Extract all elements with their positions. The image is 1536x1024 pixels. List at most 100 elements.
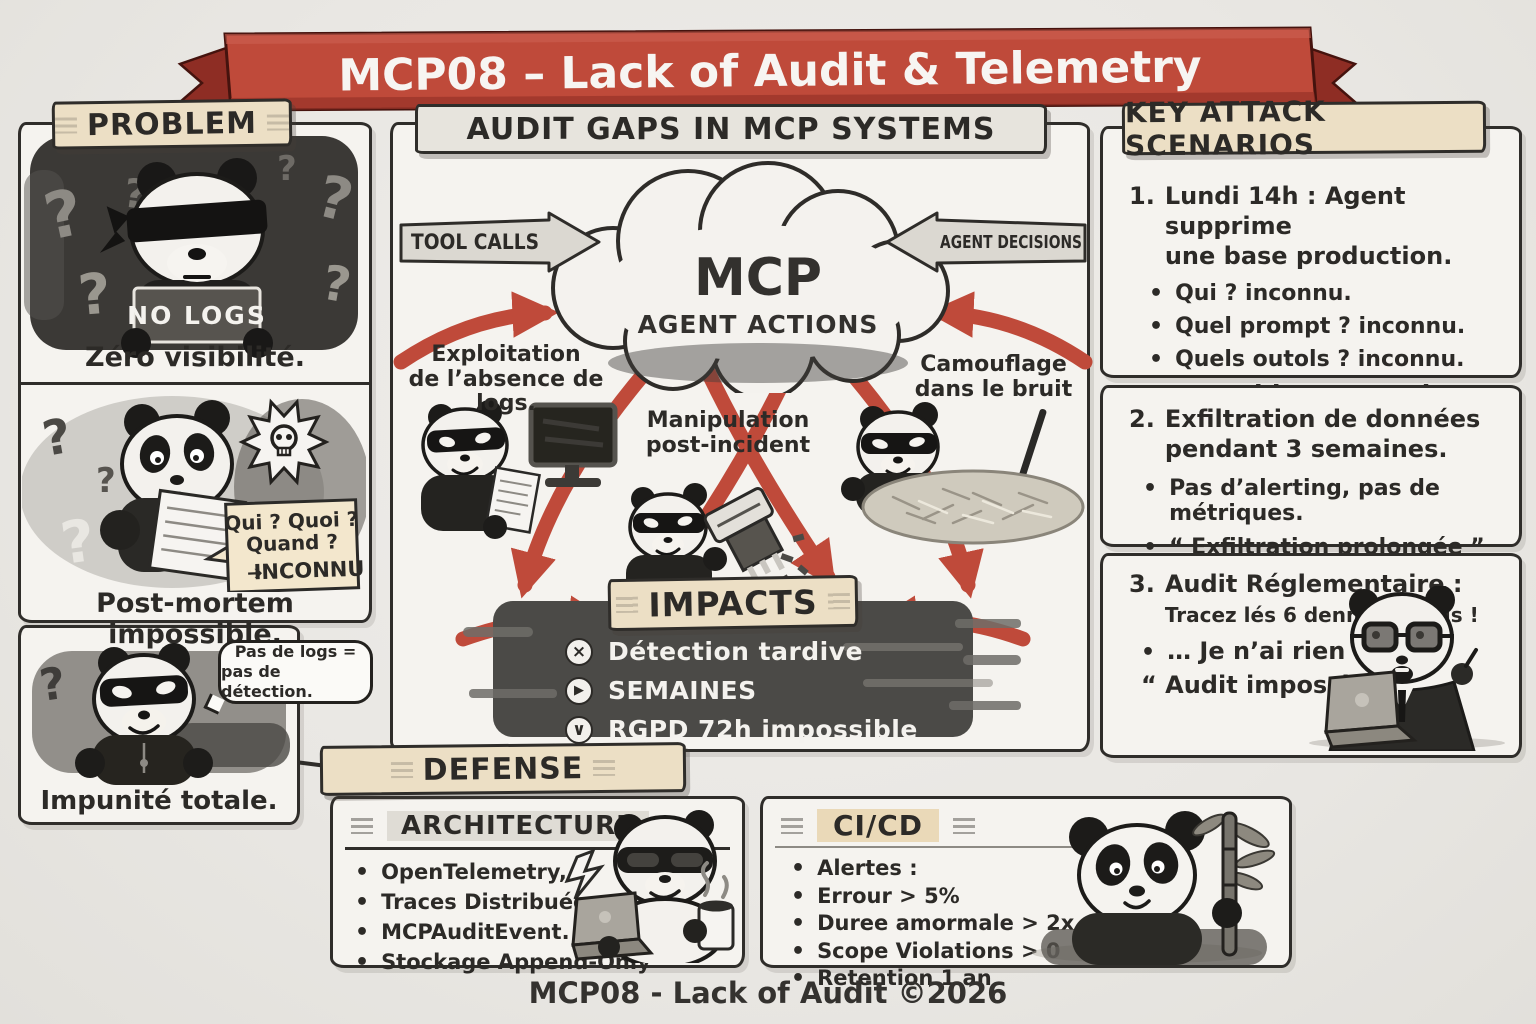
cicd-bullet: •Retention 1 an: [791, 966, 992, 991]
scenario2-box: 2. Exfiltration de données pendant 3 sem…: [1100, 385, 1522, 560]
bandit-mask-icon: [99, 675, 189, 707]
cicd-bullet: •Alertes :: [791, 856, 918, 881]
bullet-icon: •: [1143, 476, 1158, 501]
cloud-title: MCP: [694, 248, 822, 308]
scenario1-title-line2: une base production.: [1164, 242, 1453, 270]
bubble-line1: Pas de logs =: [234, 642, 357, 661]
audit-gaps-label-text: AUDIT GAPS IN MCP SYSTEMS: [466, 111, 996, 147]
note-result: INCONNU: [253, 556, 365, 584]
question-mark-icon: ?: [96, 461, 116, 501]
panda-manipulation-illustration: [626, 483, 809, 599]
panda-bamboo-illustration: [1032, 811, 1276, 965]
impact-item-1: × Détection tardive: [565, 637, 863, 666]
scenario3-bullet: • … Je n’ai rien …: [1141, 636, 1378, 665]
blindfold-icon: [99, 199, 268, 253]
key-attack-scenarios-label: KEY ATTACK SCENARIOS: [1121, 95, 1487, 162]
bullet-icon: •: [355, 860, 370, 885]
cicd-bullet: •Scope Violations > 0: [791, 938, 1061, 964]
speech-bubble: Pas de logs = pas de détection.: [218, 640, 373, 704]
bullet-icon: •: [791, 911, 806, 936]
panda-camouflage-illustration: [841, 402, 1085, 545]
tool-calls-label: TOOL CALLS: [411, 230, 539, 254]
impacts-label-text: IMPACTS: [648, 582, 818, 624]
cicd-bullet: •Errour > 5%: [791, 883, 960, 909]
no-logs-sign: NO LOGS: [127, 301, 267, 330]
problem-label: PROBLEM: [51, 98, 293, 150]
bullet-icon: •: [1141, 639, 1156, 665]
hatch-marks-icon: [266, 114, 290, 131]
scenario1-bullet: •Qui ? inconnu.: [1149, 281, 1352, 306]
title-ribbon: MCP08 – Lack of Audit & Telemetry: [177, 26, 1358, 122]
hatch-marks-icon: [351, 818, 373, 834]
straw-pile-icon: [861, 469, 1085, 545]
panel2-caption: Post-mortem impossible.: [96, 588, 294, 650]
architecture-bullet: •MCPAuditEvent.: [355, 920, 570, 945]
hatch-marks-icon: [616, 596, 639, 614]
coffee-cup-icon: [683, 861, 735, 951]
impacts-label: IMPACTS: [607, 574, 859, 632]
bullet-icon: •: [355, 920, 370, 945]
panda-auditor-illustration: [1309, 586, 1505, 751]
hatch-marks-icon: [952, 817, 975, 834]
problem-label-text: PROBLEM: [86, 105, 258, 143]
scenario2-number: 2.: [1129, 405, 1155, 433]
scene2-label: Manipulation post-incident: [645, 408, 811, 458]
scene3-label: Camouflage dans le bruit: [914, 352, 1073, 402]
unknown-note-card: Qui ? Quoi ? Quand ? ➔ INCONNU: [203, 498, 365, 592]
cicd-bullet: •Duree amormale > 2x: [791, 911, 1075, 936]
monitor-icon: [528, 402, 618, 487]
architecture-label: ARCHITECTURE: [387, 811, 649, 841]
hatch-marks-icon: [781, 817, 803, 834]
panel3-caption: Impunité totale.: [40, 786, 278, 816]
circle-chevron-down-icon: ∨: [565, 715, 593, 744]
footer-text: MCP08 - Lack of Audit ©2026: [528, 976, 1008, 1010]
scene1-label: Exploitation de l’absence de logs.: [408, 342, 604, 417]
bullet-icon: •: [355, 950, 370, 975]
cloud-subtitle: AGENT ACTIONS: [638, 310, 879, 339]
bullet-icon: •: [791, 883, 806, 909]
hatch-marks-icon: [593, 759, 616, 777]
audit-gaps-box: MCP AGENT ACTIONS TOOL CALLS AGENT DECIS…: [390, 122, 1093, 752]
question-mark-icon: ?: [277, 149, 297, 189]
bullet-icon: •: [791, 938, 806, 964]
arrow-right-icon: ➔: [247, 562, 264, 585]
architecture-bullet: •Traces Distribuées,: [355, 890, 608, 915]
cicd-label: CI/CD: [817, 809, 939, 842]
scenario1-box: 1. Lundi 14h : Agent supprime une base p…: [1100, 126, 1522, 409]
panda-blindfold-illustration: ? ? ? ? ? ? NO LOGS: [24, 136, 360, 358]
note-line1: Qui ? Quoi ?: [224, 507, 359, 536]
sunglasses-icon: [617, 847, 713, 873]
scenario1-bullet: •Quels outols ? inconnu.: [1149, 347, 1465, 372]
spark-icon: [564, 848, 606, 900]
scenario1-bullet: •Quel prompt ? inconnu.: [1149, 314, 1466, 339]
skull-burst-icon: [238, 398, 330, 486]
panel1-caption: Zéro visibilité.: [85, 342, 305, 373]
mcp-cloud: MCP AGENT ACTIONS: [551, 161, 950, 393]
bullet-icon: •: [791, 856, 806, 881]
bubble-line2: pas de détection.: [221, 662, 313, 701]
hatch-marks-icon: [54, 117, 78, 134]
defense-label: DEFENSE: [319, 742, 687, 796]
impacts-smudge: [463, 601, 1021, 737]
bullet-icon: •: [355, 890, 370, 915]
scenario2-title-line1: Exfiltration de données: [1164, 405, 1481, 433]
defense-label-text: DEFENSE: [422, 750, 584, 788]
agent-decisions-label: AGENT DECISIONS: [940, 232, 1082, 253]
bullet-icon: •: [1149, 314, 1164, 339]
scenario3-number: 3.: [1129, 570, 1155, 598]
hatch-marks-icon: [390, 761, 413, 779]
panda-devops-illustration: [564, 810, 735, 963]
agent-decisions-banner: AGENT DECISIONS: [885, 211, 1087, 273]
scenario2-bullet: •Pas d’alerting, pas de métriques.: [1143, 476, 1440, 526]
circle-x-icon: ×: [565, 637, 593, 666]
architecture-bullet: •OpenTelemetry,: [355, 860, 567, 885]
scenario1-title-line1: Lundi 14h : Agent supprime: [1164, 182, 1406, 240]
tool-calls-banner: TOOL CALLS: [399, 211, 601, 273]
bullet-icon: •: [1149, 347, 1164, 372]
scenario3-box: 3. Audit Réglementaire : Tracez lés 6 de…: [1100, 553, 1522, 758]
shredder-icon: [703, 487, 785, 583]
panda-exploitation-illustration: [421, 400, 618, 539]
bullet-icon: •: [1149, 281, 1164, 306]
key-attack-scenarios-text: KEY ATTACK SCENARIOS: [1124, 94, 1326, 163]
